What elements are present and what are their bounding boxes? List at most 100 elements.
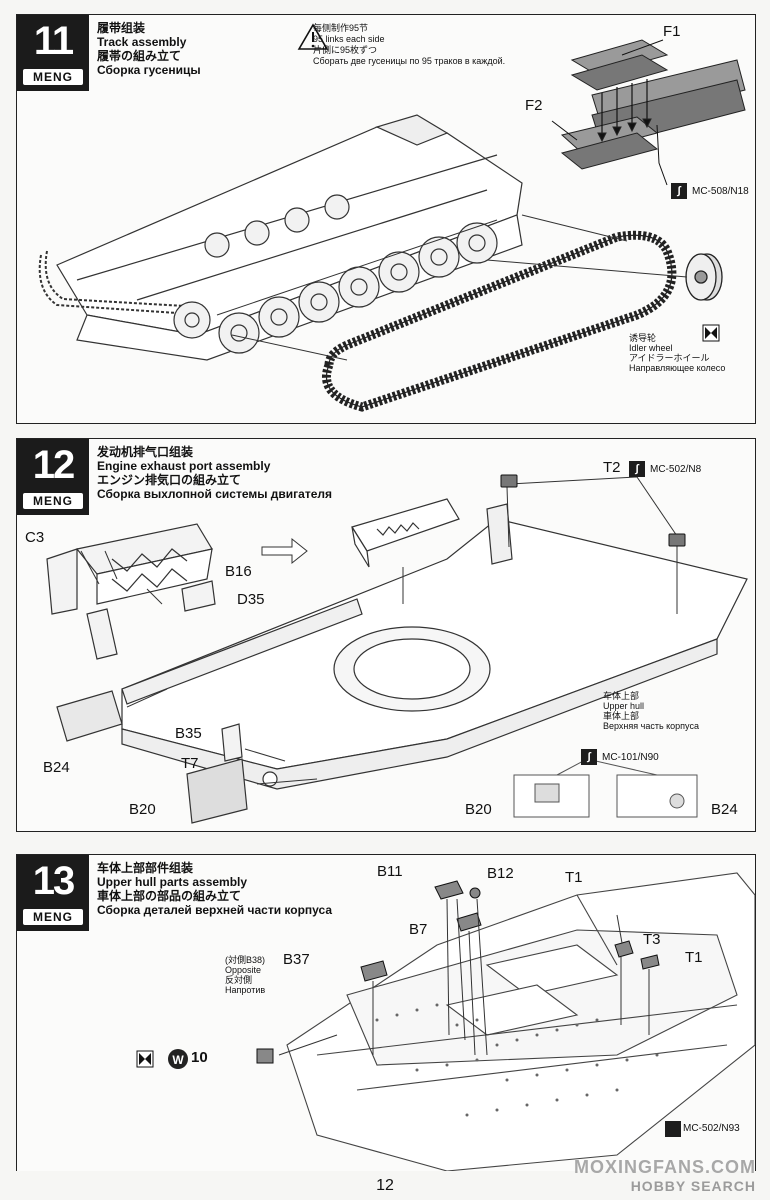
- exhaust-cover-drawing: [351, 498, 460, 568]
- brand-logo: MENG: [23, 493, 83, 509]
- title-ru: Сборка деталей верхней части корпуса: [97, 903, 333, 917]
- water-decal-icon: W: [168, 1049, 188, 1069]
- idler-en: Idler wheel: [629, 343, 673, 353]
- road-wheels-drawing: [173, 194, 498, 354]
- part-label-b24: B24: [43, 759, 70, 776]
- decal-number-w10: 10: [191, 1049, 208, 1066]
- glue-reference-mid: ∫ MC-101/N90: [581, 749, 659, 765]
- step-number: 12: [32, 443, 76, 487]
- svg-text:W: W: [172, 1053, 184, 1067]
- step-12-titles: 发动机排气口组装 Engine exhaust port assembly エン…: [97, 445, 332, 501]
- step-13-illustration: W: [136, 872, 755, 1171]
- note-en: 95 links each side: [313, 34, 385, 44]
- upper-hull-label: 车体上部 Upper hull 車体上部 Верхняя часть корпу…: [603, 691, 699, 731]
- upper-hull-zh: 车体上部: [603, 691, 640, 701]
- watermark: MOXINGFANS.COM HOBBY SEARCH: [574, 1158, 756, 1196]
- opposite-ru: Напротив: [225, 985, 266, 995]
- part-label-c3: C3: [25, 529, 45, 546]
- idler-ru: Направляющее колесо: [629, 363, 726, 373]
- upper-hull-front-drawing: [286, 872, 755, 1171]
- step-12-panel: 12 MENG 发动机排气口组装 Engine exhaust port ass…: [16, 438, 756, 832]
- part-label-t7: T7: [181, 755, 199, 772]
- note-ru: Сборать две гусеницы по 95 траков в кажд…: [313, 56, 506, 66]
- hull-lower-drawing: [56, 114, 523, 361]
- idler-wheel-drawing: [685, 253, 723, 301]
- direction-icon: [702, 324, 720, 342]
- assembly-arrows: [80, 476, 678, 785]
- title-ja: エンジン排気口の組み立て: [97, 473, 242, 487]
- brand-logo: MENG: [23, 69, 83, 85]
- upper-hull-ja: 車体上部: [603, 711, 640, 721]
- step-11-badge: 11 MENG: [17, 15, 89, 91]
- part-label-f2: F2: [525, 97, 543, 114]
- part-label-f1: F1: [663, 23, 681, 40]
- upper-hull-en: Upper hull: [603, 701, 645, 711]
- glue-icon-bottom: [665, 1121, 681, 1137]
- title-en: Upper hull parts assembly: [97, 875, 248, 889]
- note-ja: 片側に95枚ずつ: [313, 45, 378, 55]
- step-12-illustration: [46, 474, 748, 824]
- brand-logo: MENG: [23, 909, 83, 925]
- page-number: 12: [376, 1177, 394, 1194]
- part-label-b35: B35: [175, 725, 202, 742]
- left-track-drawing: [38, 250, 208, 316]
- direction-icon: [136, 1050, 154, 1068]
- track-loop-drawing: [322, 230, 677, 412]
- step-13-titles: 车体上部部件组装 Upper hull parts assembly 車体上部の…: [97, 861, 332, 917]
- part-label-b11: B11: [377, 863, 403, 880]
- step-11-notes: 每侧制作95节 95 links each side 片側に95枚ずつ Сбор…: [313, 23, 505, 67]
- assembly-arrows: [216, 214, 688, 361]
- track-links-drawing: [551, 39, 746, 186]
- t2-parts-drawing: [500, 474, 686, 547]
- glue-ref-text: MC-502/N93: [683, 1123, 740, 1134]
- step-11-panel: 11 MENG 履带组装 Track assembly 履帯の組み立て Сбор…: [16, 14, 756, 424]
- part-label-b20: B20: [129, 801, 156, 818]
- step-12-badge: 12 MENG: [17, 439, 89, 515]
- step-number: 11: [33, 19, 74, 63]
- glue-reference-top: ∫ MC-502/N8: [629, 461, 701, 477]
- glue-icon: ∫: [581, 749, 597, 765]
- small-parts-drawing: [256, 880, 660, 1064]
- detail-views-drawing: [513, 758, 698, 818]
- title-zh: 履带组装: [97, 21, 146, 35]
- part-label-t1-right: T1: [685, 949, 703, 966]
- opposite-label: (対側B38) Opposite 反対側 Напротив: [225, 955, 265, 995]
- step-11-illustration: [38, 23, 746, 412]
- detail-label-b20: B20: [465, 801, 492, 818]
- title-ja: 履帯の組み立て: [97, 49, 182, 63]
- opposite-zh: (対側B38): [225, 955, 266, 965]
- step-11-titles: 履带组装 Track assembly 履帯の組み立て Сборка гусен…: [97, 21, 201, 77]
- upper-hull-drawing: [121, 503, 748, 790]
- title-zh: 车体上部部件组装: [97, 861, 194, 875]
- glue-reference: MC-502/N93: [683, 1123, 740, 1134]
- glue-ref-text: MC-502/N8: [650, 463, 702, 475]
- exhaust-assembly-drawing: [46, 523, 278, 824]
- part-label-t2: T2: [603, 459, 621, 476]
- assembly-arrows: [278, 898, 650, 1056]
- part-label-b12: B12: [487, 865, 514, 882]
- opposite-en: Opposite: [225, 965, 262, 975]
- part-label-d35: D35: [237, 591, 265, 608]
- glue-icon: ∫: [629, 461, 645, 477]
- warning-icon: [297, 23, 329, 50]
- glue-ref-text: MC-508/N18: [692, 185, 749, 197]
- glue-reference: ∫ MC-508/N18: [671, 183, 749, 199]
- idler-ja: アイドラーホイール: [629, 353, 710, 363]
- glue-ref-text: MC-101/N90: [602, 751, 659, 763]
- upper-hull-ru: Верхняя часть корпуса: [603, 721, 699, 731]
- step-13-panel: 13 MENG 车体上部部件组装 Upper hull parts assemb…: [16, 854, 756, 1171]
- title-zh: 发动机排气口组装: [97, 445, 194, 459]
- idler-wheel-label: 诱导轮 Idler wheel アイドラーホイール Направляющее к…: [629, 333, 725, 373]
- title-ru: Сборка гусеницы: [97, 63, 201, 77]
- title-ru: Сборка выхлопной системы двигателя: [97, 487, 333, 501]
- opposite-ja: 反対側: [225, 975, 253, 985]
- part-label-t1-top: T1: [565, 869, 583, 886]
- part-label-b16: B16: [225, 563, 252, 580]
- glue-icon: ∫: [671, 183, 687, 199]
- part-label-b7: B7: [409, 921, 428, 938]
- detail-label-b24: B24: [711, 801, 738, 818]
- step-number: 13: [32, 859, 76, 903]
- rivet-pattern: [375, 1003, 659, 1117]
- watermark-line1: MOXINGFANS.COM: [573, 1157, 756, 1177]
- note-zh: 每侧制作95节: [313, 23, 369, 33]
